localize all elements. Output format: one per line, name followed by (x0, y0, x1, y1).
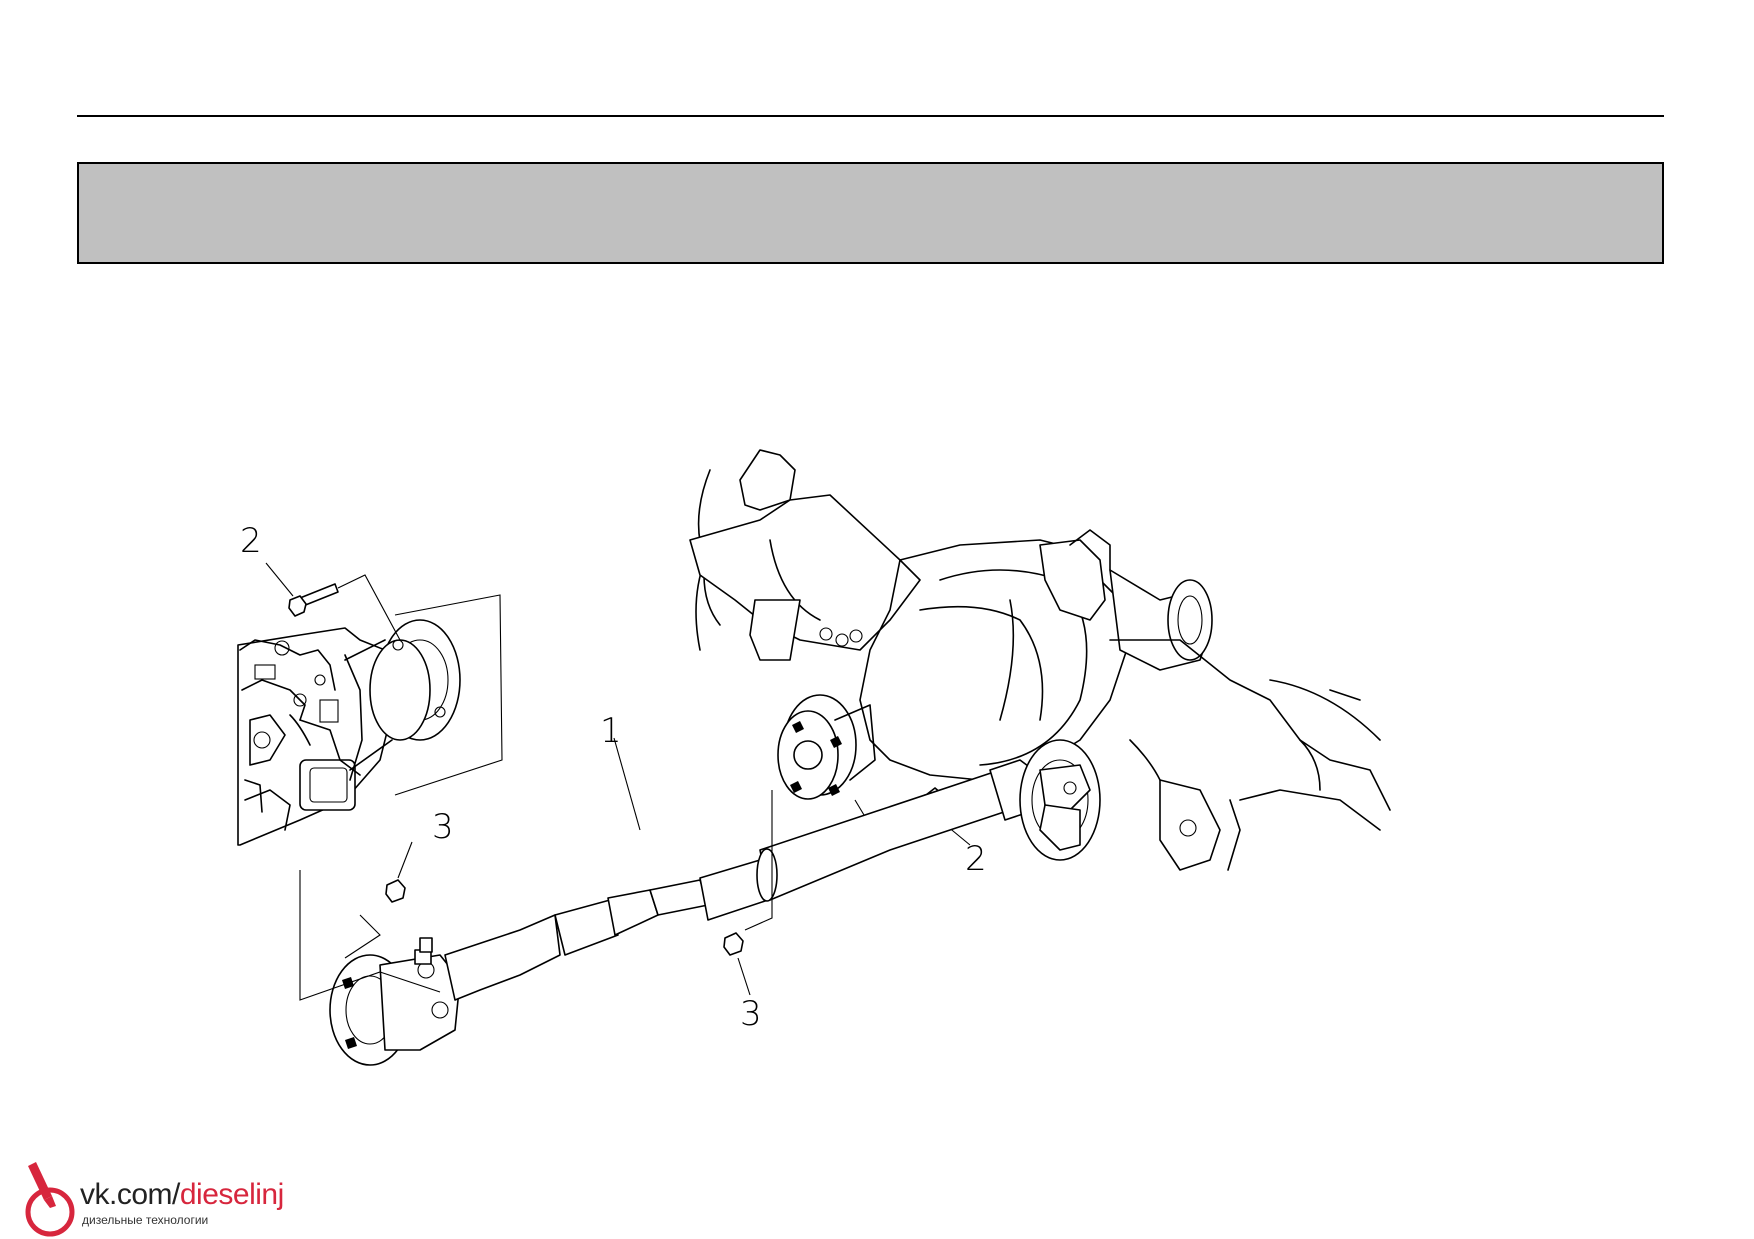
watermark-site-accent: dieselinj (179, 1178, 284, 1211)
callout-3-right: 3 (740, 994, 762, 1034)
injector-icon (25, 1162, 75, 1237)
top-rule (77, 115, 1664, 117)
nut-right (723, 790, 773, 996)
callout-2-left: 2 (240, 521, 262, 561)
watermark-site: vk.com/dieselinj (80, 1178, 284, 1212)
watermark-subtitle: дизельные технологии (82, 1213, 209, 1227)
bolt-left (265, 562, 401, 641)
watermark-site-prefix: vk.com/ (80, 1178, 180, 1211)
title-band (77, 162, 1664, 264)
transmission-housing (237, 594, 503, 846)
callout-2-right: 2 (965, 839, 987, 879)
callout-3-left: 3 (432, 807, 454, 847)
callout-1: 1 (600, 711, 622, 751)
rear-axle-housing (689, 449, 1391, 871)
propeller-shaft (329, 739, 1101, 1066)
nut-left (299, 841, 441, 1001)
watermark-logo (25, 1162, 75, 1237)
